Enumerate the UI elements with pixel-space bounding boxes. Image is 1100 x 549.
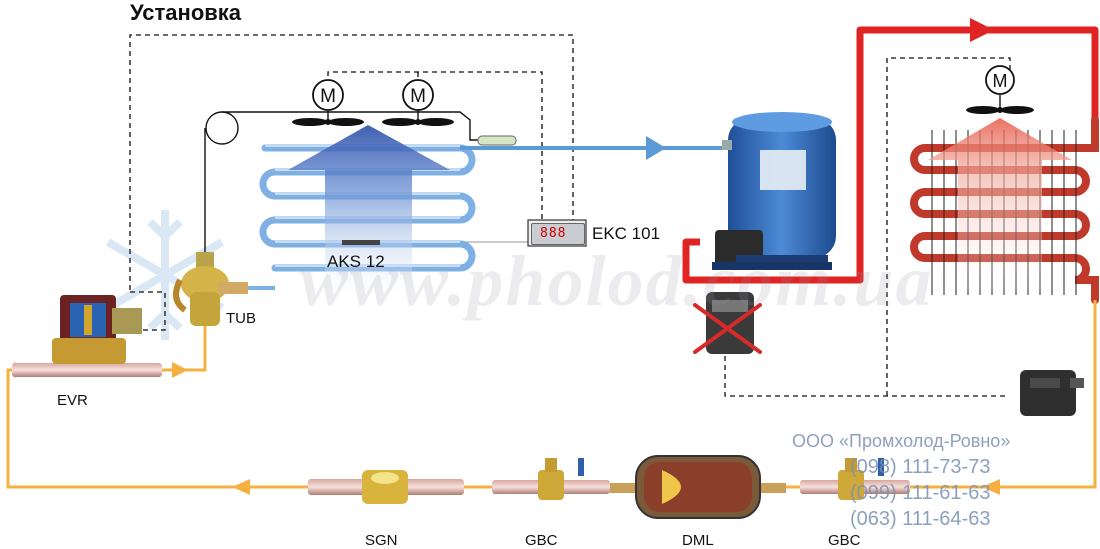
- flow-arrow-icon: [646, 136, 666, 160]
- flow-arrow-icon: [970, 18, 994, 42]
- label-ekc: EKC 101: [592, 224, 661, 243]
- label-evr: EVR: [57, 392, 88, 409]
- motor-icon: M: [402, 79, 434, 111]
- company-phone-2: (099) 111-61-63: [850, 482, 991, 504]
- fan-icon: [966, 106, 1034, 114]
- company-phone-3: (063) 111-64-63: [850, 508, 991, 530]
- label-gbc-left: GBC: [525, 532, 558, 549]
- diagram-title: Установка: [130, 0, 242, 25]
- label-dml: DML: [682, 532, 714, 549]
- ekc-display-value: 888: [540, 226, 567, 241]
- signal-lines: [128, 34, 1011, 397]
- label-gbc-right: GBC: [828, 532, 861, 549]
- condenser-fan: M: [966, 65, 1034, 114]
- compressor: [712, 112, 836, 270]
- svg-text:M: M: [993, 71, 1008, 91]
- watermark: www.pholod.com.ua: [300, 241, 934, 321]
- company-name: ООО «Промхолод-Ровно»: [792, 431, 1011, 451]
- aks-sensor: [342, 240, 380, 245]
- pressure-switch-right: [1020, 370, 1084, 416]
- airflow-arrow-hot: [928, 118, 1072, 290]
- dml-filter-drier: [610, 455, 786, 519]
- evaporator-coil: [259, 144, 476, 272]
- svg-text:M: M: [410, 86, 426, 107]
- flow-arrow-icon: [172, 362, 188, 378]
- evaporator-fan-1: M: [292, 79, 364, 126]
- cross-mark-icon: [693, 303, 762, 354]
- pressure-control-crossed: [693, 292, 762, 354]
- flow-arrow-icon: [982, 479, 1000, 495]
- motor-icon: M: [985, 65, 1015, 95]
- evr-solenoid-valve: [12, 295, 162, 377]
- label-aks: AKS 12: [327, 252, 385, 271]
- label-sgn: SGN: [365, 532, 398, 549]
- evaporator-fan-2: M: [382, 79, 454, 126]
- motor-icon: M: [312, 79, 344, 111]
- airflow-arrow-cold: [288, 125, 450, 295]
- sensor-bulb: [477, 135, 517, 146]
- label-tub: TUB: [226, 310, 256, 327]
- flow-arrow-icon: [232, 479, 250, 495]
- sgn-sight-glass: [308, 470, 464, 504]
- fan-icon: [292, 118, 364, 126]
- tub-expansion-valve: [173, 252, 248, 326]
- gbc-ball-valve-right: [800, 458, 910, 500]
- company-phone-1: (098) 111-73-73: [850, 456, 991, 478]
- gbc-ball-valve-left: [492, 458, 610, 500]
- bulb-capillary: [204, 111, 480, 268]
- company-contacts: ООО «Промхолод-Ровно» (098) 111-73-73 (0…: [792, 428, 1010, 532]
- svg-text:M: M: [320, 86, 336, 107]
- ekc-display: 888: [531, 223, 585, 245]
